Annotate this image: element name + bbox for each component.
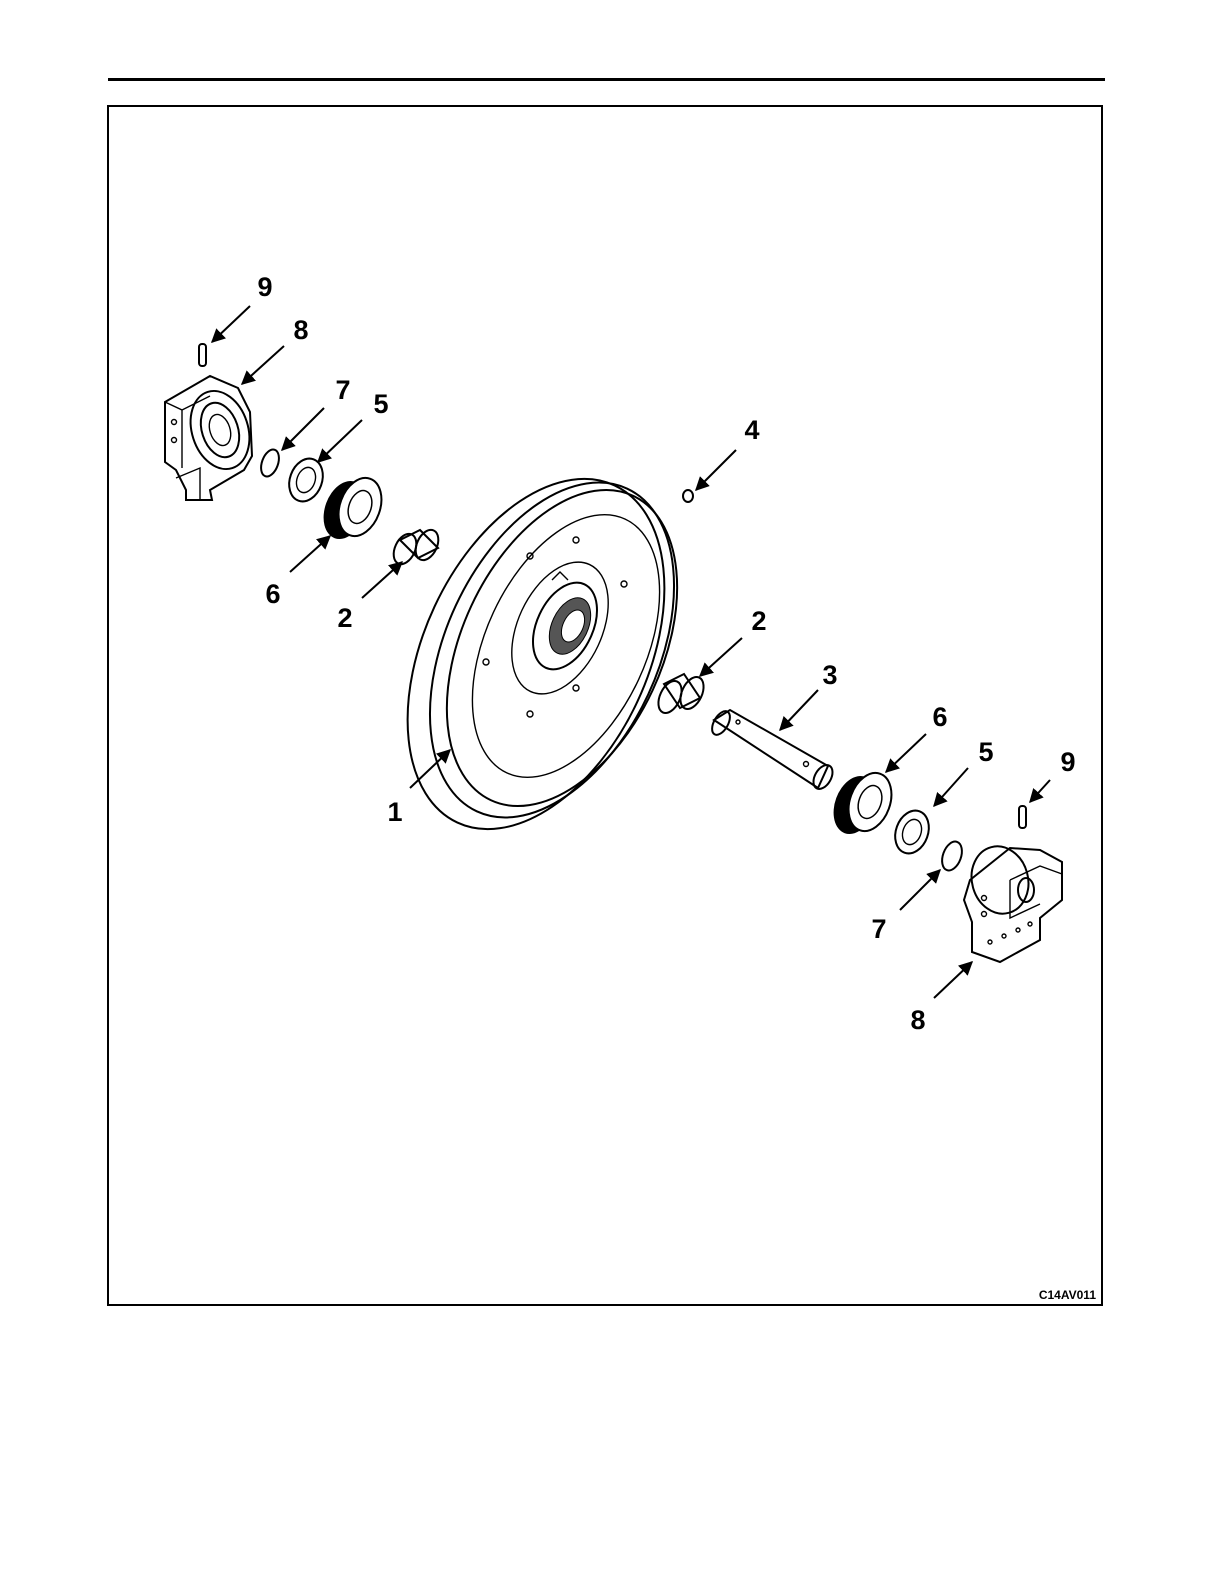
leader-right-washer: [934, 768, 968, 806]
leader-left-seal: [290, 536, 330, 572]
callout-left-bracket: 8: [293, 315, 308, 345]
right-seal-part: [826, 767, 899, 840]
leader-left-washer: [318, 420, 362, 462]
shaft-part: [708, 708, 836, 792]
left-bracket-part: [165, 376, 259, 500]
leader-left-bracket: [242, 346, 284, 384]
left-seal-part: [316, 472, 389, 545]
figure-id-code: C14AV011: [1039, 1288, 1096, 1302]
callout-right-bushing: 2: [751, 606, 766, 636]
leader-left-oring: [282, 408, 324, 450]
left-pin-part: [199, 344, 206, 366]
leader-left-bushing: [362, 562, 402, 598]
callout-left-bushing: 2: [337, 603, 352, 633]
leader-plug: [696, 450, 736, 490]
callout-right-oring: 7: [871, 914, 886, 944]
right-washer-part: [889, 806, 934, 858]
idler-wheel-part: [356, 438, 724, 870]
callout-right-seal: 6: [932, 702, 947, 732]
callout-left-seal: 6: [265, 579, 280, 609]
leader-shaft: [780, 690, 818, 730]
callout-right-washer: 5: [978, 737, 993, 767]
leader-left-pin: [212, 306, 250, 342]
right-bushing-part: [654, 673, 708, 716]
left-washer-part: [283, 454, 328, 506]
callout-plug: 4: [744, 415, 759, 445]
left-oring-part: [258, 447, 283, 479]
callout-shaft: 3: [822, 660, 837, 690]
leader-right-oring: [900, 870, 940, 910]
leader-idler-wheel: [410, 750, 450, 788]
leader-right-pin: [1030, 780, 1050, 802]
callout-left-oring: 7: [335, 375, 350, 405]
right-bracket-part: [964, 840, 1062, 962]
leader-right-bracket: [934, 962, 972, 998]
right-pin-part: [1019, 806, 1026, 828]
callout-right-bracket: 8: [910, 1005, 925, 1035]
callout-left-washer: 5: [373, 389, 388, 419]
leader-arrows: [212, 306, 1050, 998]
plug-part: [683, 490, 693, 502]
leader-right-seal: [886, 734, 926, 772]
leader-right-bushing: [700, 638, 742, 676]
left-bushing-part: [389, 526, 443, 567]
callout-idler-wheel: 1: [387, 797, 402, 827]
right-oring-part: [938, 839, 965, 873]
callout-left-pin: 9: [257, 272, 272, 302]
callout-right-pin: 9: [1060, 747, 1075, 777]
